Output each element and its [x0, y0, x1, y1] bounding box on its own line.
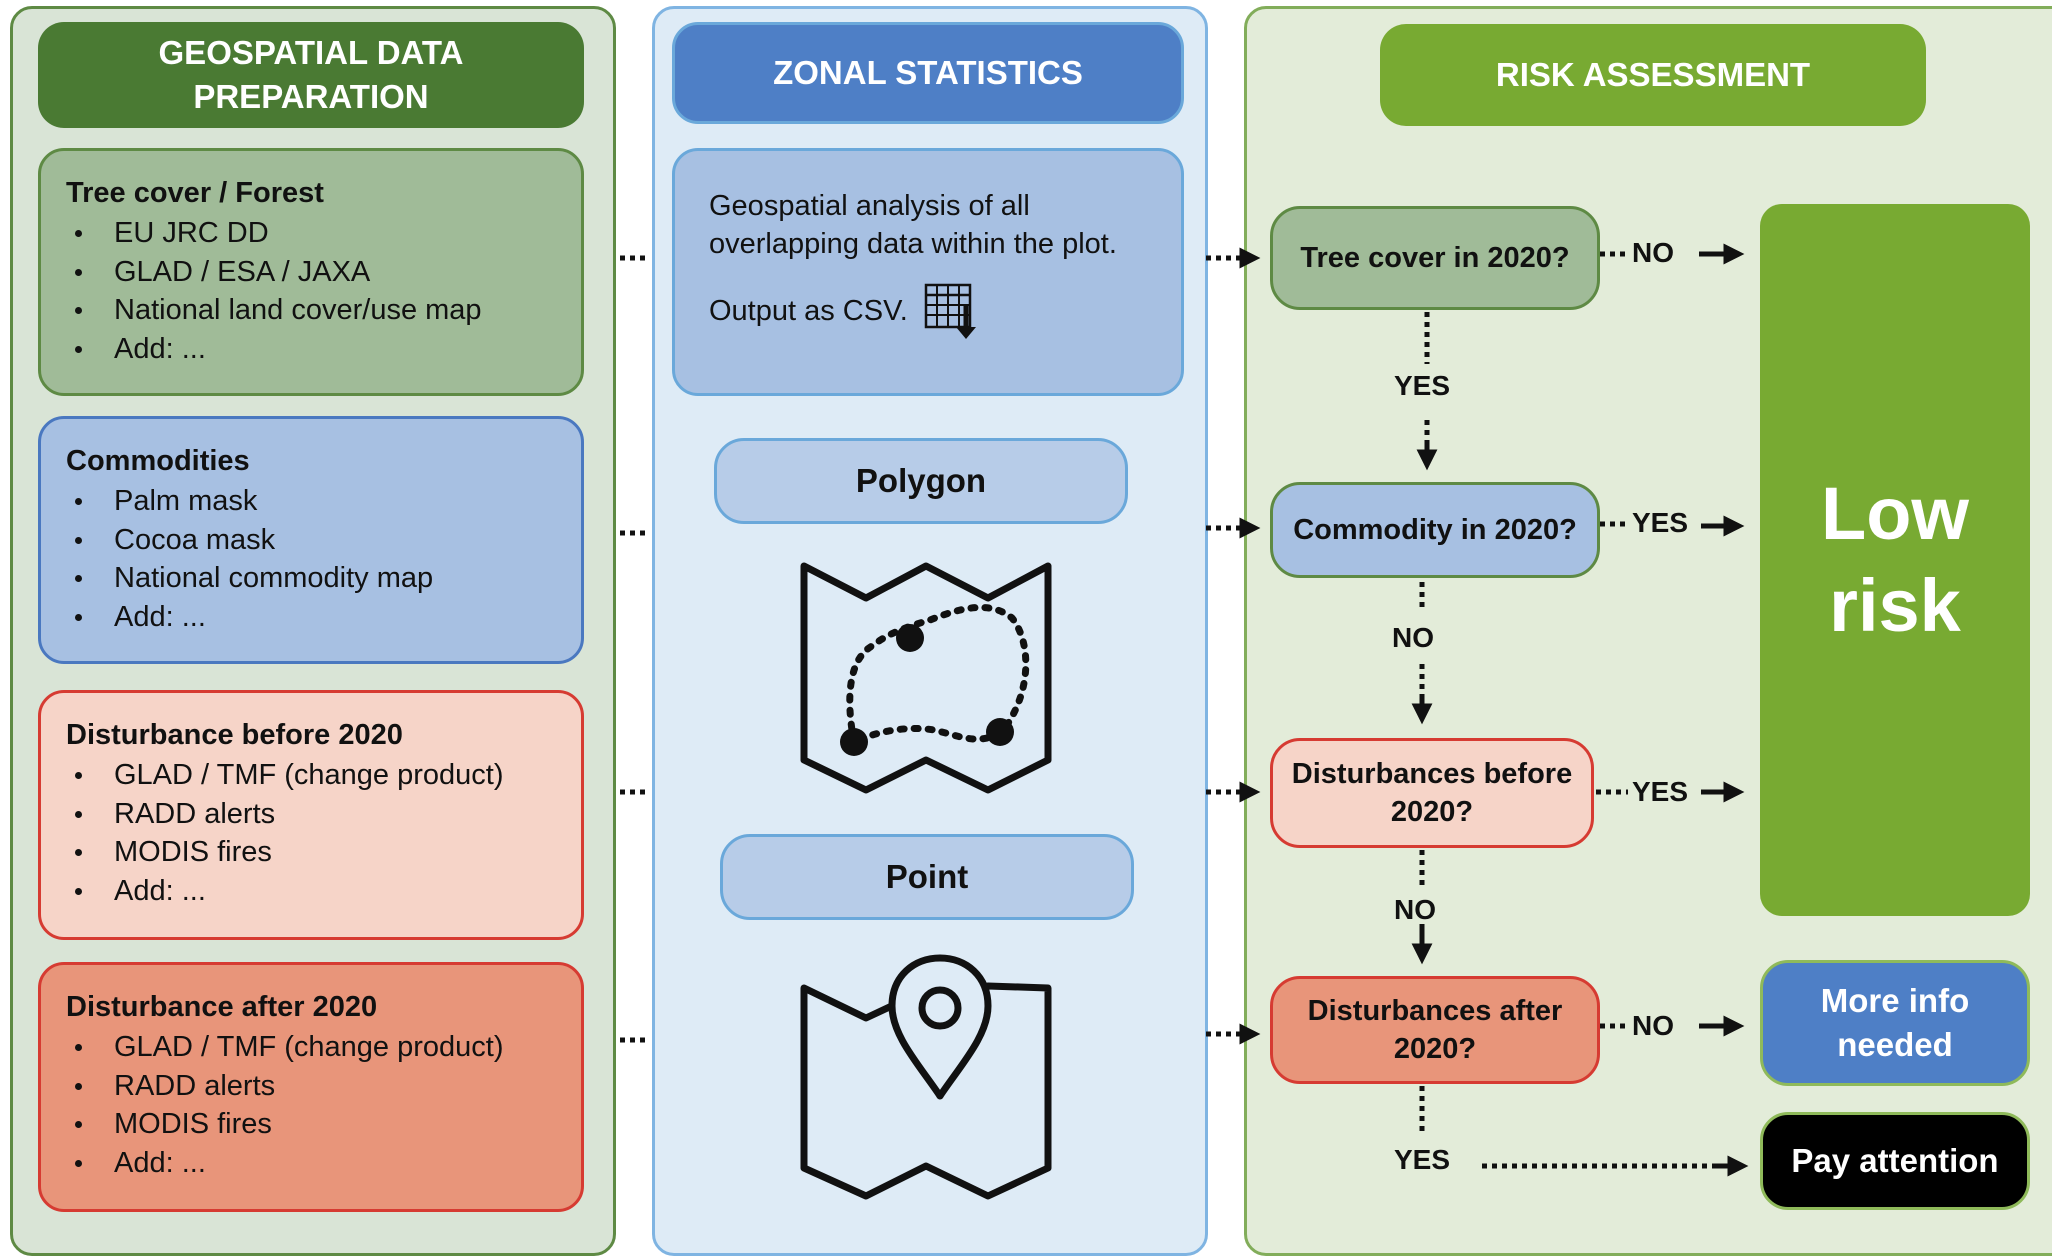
source-title: Disturbance before 2020	[66, 719, 403, 751]
output-text: Output as CSV.	[709, 295, 908, 327]
list-item: MODIS fires	[66, 1105, 581, 1144]
list-item: RADD alerts	[66, 1067, 581, 1106]
polygon-map-icon	[800, 562, 1052, 794]
outcome-low-risk: Low risk	[1760, 204, 2030, 916]
list-item: Add: ...	[66, 598, 581, 637]
list-item: GLAD / TMF (change product)	[66, 1028, 581, 1067]
pay-attention-label: Pay attention	[1791, 1142, 1999, 1179]
source-title: Tree cover / Forest	[66, 177, 324, 209]
down-label-disturbance-after: YES	[1394, 1144, 1451, 1175]
source-tree-cover: Tree cover / Forest EU JRC DD GLAD / ESA…	[38, 148, 584, 396]
prep-header: GEOSPATIAL DATA PREPARATION	[38, 22, 584, 128]
analysis-text: Geospatial analysis of all overlapping d…	[709, 190, 1117, 260]
list-item: EU JRC DD	[66, 214, 581, 253]
list-item: GLAD / TMF (change product)	[66, 756, 581, 795]
list-item: National land cover/use map	[66, 291, 581, 330]
list-item: Add: ...	[66, 1144, 581, 1183]
point-label: Point	[720, 834, 1134, 920]
source-disturbance-before: Disturbance before 2020 GLAD / TMF (chan…	[38, 690, 584, 940]
list-item: Add: ...	[66, 330, 581, 369]
down-label-disturbance-before: NO	[1394, 894, 1436, 925]
decision-tree-cover: Tree cover in 2020?	[1270, 206, 1600, 310]
zonal-header: ZONAL STATISTICS	[672, 22, 1184, 124]
analysis-box: Geospatial analysis of all overlapping d…	[672, 148, 1184, 396]
list-item: MODIS fires	[66, 833, 581, 872]
csv-table-icon	[924, 283, 976, 339]
point-map-icon	[800, 954, 1052, 1200]
decision-disturbance-after: Disturbances after 2020?	[1270, 976, 1600, 1084]
more-info-label: More info needed	[1820, 982, 1970, 1063]
list-item: GLAD / ESA / JAXA	[66, 253, 581, 292]
side-label-tree-cover: NO	[1632, 237, 1674, 268]
low-risk-label: Low risk	[1821, 472, 1969, 647]
side-label-disturbance-before: YES	[1632, 776, 1689, 807]
list-item: Palm mask	[66, 482, 581, 521]
down-label-tree-cover: YES	[1394, 370, 1451, 401]
polygon-label: Polygon	[714, 438, 1128, 524]
list-item: Cocoa mask	[66, 521, 581, 560]
side-label-disturbance-after: NO	[1632, 1010, 1674, 1041]
source-disturbance-after: Disturbance after 2020 GLAD / TMF (chang…	[38, 962, 584, 1212]
decision-commodity: Commodity in 2020?	[1270, 482, 1600, 578]
list-item: RADD alerts	[66, 795, 581, 834]
down-label-commodity: NO	[1392, 622, 1434, 653]
source-commodities: Commodities Palm mask Cocoa mask Nationa…	[38, 416, 584, 664]
outcome-more-info: More info needed	[1760, 960, 2030, 1086]
risk-header: RISK ASSESSMENT	[1380, 24, 1926, 126]
side-label-commodity: YES	[1632, 507, 1689, 538]
source-title: Disturbance after 2020	[66, 991, 378, 1023]
decision-disturbance-before: Disturbances before 2020?	[1270, 738, 1594, 848]
source-title: Commodities	[66, 445, 250, 477]
list-item: Add: ...	[66, 872, 581, 911]
outcome-pay-attention: Pay attention	[1760, 1112, 2030, 1210]
list-item: National commodity map	[66, 559, 581, 598]
